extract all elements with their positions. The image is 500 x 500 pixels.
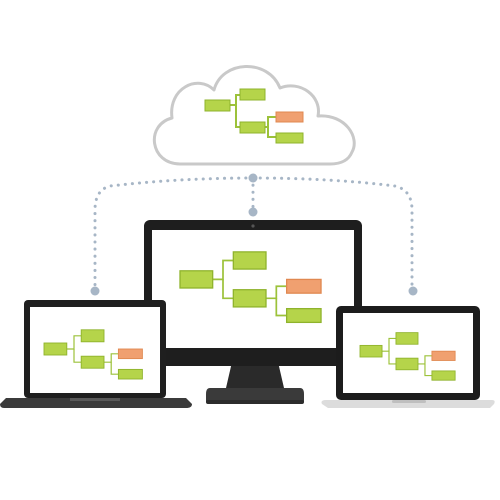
sync-node-macbook [408, 286, 418, 296]
sync-node-desktop [248, 207, 258, 217]
cloud-node-root [204, 99, 231, 112]
desktop-screen [152, 230, 354, 348]
cloud-mind-map-diagram [204, 88, 304, 144]
cloud-node-branch-b [275, 132, 304, 144]
cloud-icon [153, 65, 356, 166]
sync-node-cloud [248, 173, 258, 183]
cloud-node-top [239, 88, 266, 101]
desktop-monitor-icon [144, 220, 362, 404]
dotted-sync-network [93, 176, 414, 290]
laptop-icon [0, 300, 192, 408]
cloud-node-mid [239, 121, 266, 134]
light-laptop-icon [321, 306, 495, 408]
cloud-node-branch-a [275, 111, 304, 123]
sync-node-laptop [90, 286, 100, 296]
